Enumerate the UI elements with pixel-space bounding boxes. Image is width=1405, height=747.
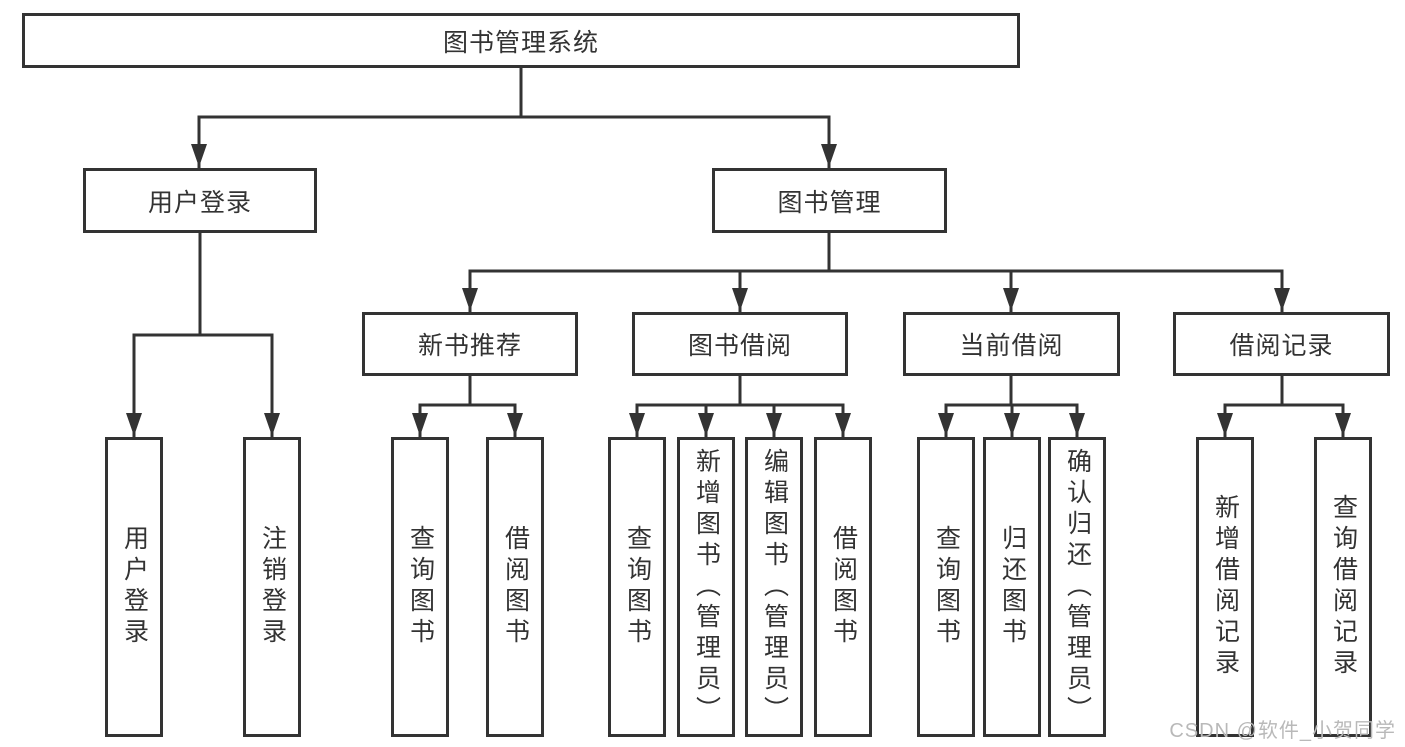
- node-user-login: 用户登录: [83, 168, 317, 233]
- node-borrowing-records: 借阅记录: [1173, 312, 1390, 376]
- node-new-book-recommend: 新书推荐: [362, 312, 578, 376]
- node-book-management: 图书管理: [712, 168, 947, 233]
- leaf-current-confirm-return-admin: 确认归还（管理员）: [1048, 437, 1106, 737]
- node-book-borrowing: 图书借阅: [632, 312, 848, 376]
- leaf-logout: 注销登录: [243, 437, 301, 737]
- csdn-watermark: CSDN @软件_小贺同学: [1169, 720, 1396, 742]
- leaf-records-query-borrow-record: 查询借阅记录: [1314, 437, 1372, 737]
- leaf-recommend-borrow-book: 借阅图书: [486, 437, 544, 737]
- leaf-user-login: 用户登录: [105, 437, 163, 737]
- leaf-recommend-query-books: 查询图书: [391, 437, 449, 737]
- leaf-borrowing-borrow-book: 借阅图书: [814, 437, 872, 737]
- leaf-borrowing-add-book-admin: 新增图书（管理员）: [677, 437, 735, 737]
- leaf-borrowing-query-books: 查询图书: [608, 437, 666, 737]
- node-current-borrowing: 当前借阅: [903, 312, 1120, 376]
- node-library-management-system: 图书管理系统: [22, 13, 1020, 68]
- leaf-current-query-books: 查询图书: [917, 437, 975, 737]
- leaf-borrowing-edit-book-admin: 编辑图书（管理员）: [745, 437, 803, 737]
- leaf-records-add-borrow-record: 新增借阅记录: [1196, 437, 1254, 737]
- leaf-current-return-book: 归还图书: [983, 437, 1041, 737]
